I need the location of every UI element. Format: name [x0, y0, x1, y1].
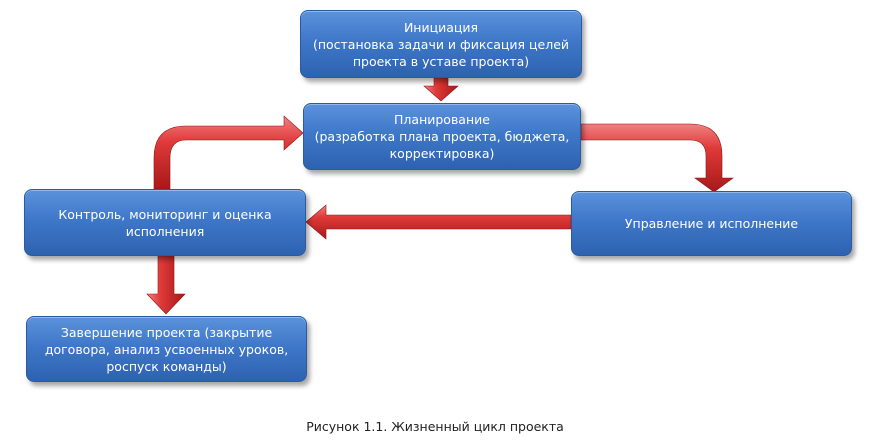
node-execution: Управление и исполнение: [571, 191, 852, 256]
arrow-control-to-planning: [153, 115, 304, 190]
node-initiation: Инициация (постановка задачи и фиксация …: [300, 10, 582, 78]
arrow-planning-to-execution: [580, 123, 734, 193]
arrow-initiation-to-planning: [423, 77, 459, 102]
node-planning: Планирование (разработка плана проекта, …: [303, 103, 581, 170]
node-planning-detail: (разработка плана проекта, бюджета, корр…: [314, 129, 570, 161]
node-execution-title: Управление и исполнение: [624, 216, 799, 231]
arrow-execution-to-control: [305, 204, 572, 240]
node-closing-title: Завершение проекта (закрытие договора, а…: [44, 324, 289, 374]
node-closing: Завершение проекта (закрытие договора, а…: [26, 316, 307, 382]
figure-caption: Рисунок 1.1. Жизненный цикл проекта: [306, 419, 564, 434]
node-initiation-title: Инициация: [403, 19, 479, 35]
node-planning-title: Планирование: [394, 112, 490, 127]
node-control: Контроль, мониторинг и оценка исполнения: [24, 189, 306, 256]
arrow-control-to-closing: [146, 255, 186, 315]
node-initiation-detail: (постановка задачи и фиксация целей прое…: [312, 36, 570, 69]
node-control-title: Контроль, мониторинг и оценка исполнения: [58, 206, 272, 239]
